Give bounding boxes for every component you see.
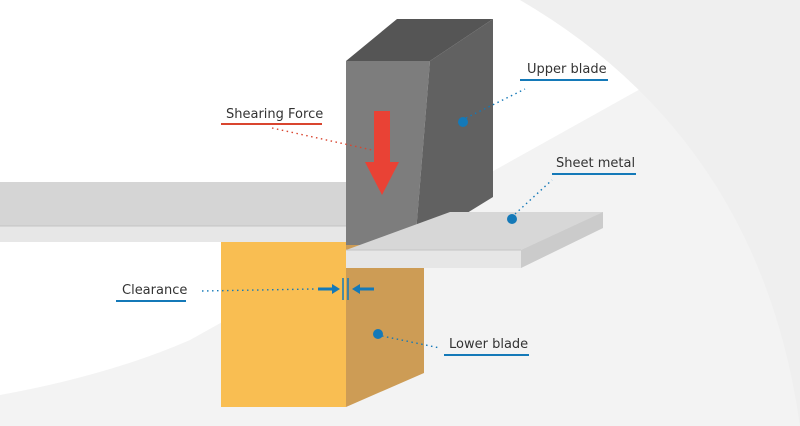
lower-blade-label: Lower blade (449, 337, 528, 352)
callout-shearing-force: Shearing Force (221, 107, 373, 151)
shearing-force-label: Shearing Force (226, 107, 323, 122)
clearance-label: Clearance (122, 283, 187, 298)
callout-upper-blade: Upper blade (458, 62, 608, 127)
lower-blade (221, 242, 424, 407)
background-swoosh-right (520, 0, 800, 426)
upper-blade-label: Upper blade (527, 62, 607, 77)
sheet-metal-left (0, 182, 346, 242)
clearance-indicator (318, 278, 374, 300)
sheet-metal-label: Sheet metal (556, 156, 635, 171)
shearing-force-arrow (365, 111, 399, 195)
callout-sheet-metal: Sheet metal (507, 156, 636, 224)
sheet-metal-right (346, 212, 603, 268)
callout-clearance: Clearance (116, 283, 315, 302)
callout-lower-blade: Lower blade (373, 329, 529, 356)
